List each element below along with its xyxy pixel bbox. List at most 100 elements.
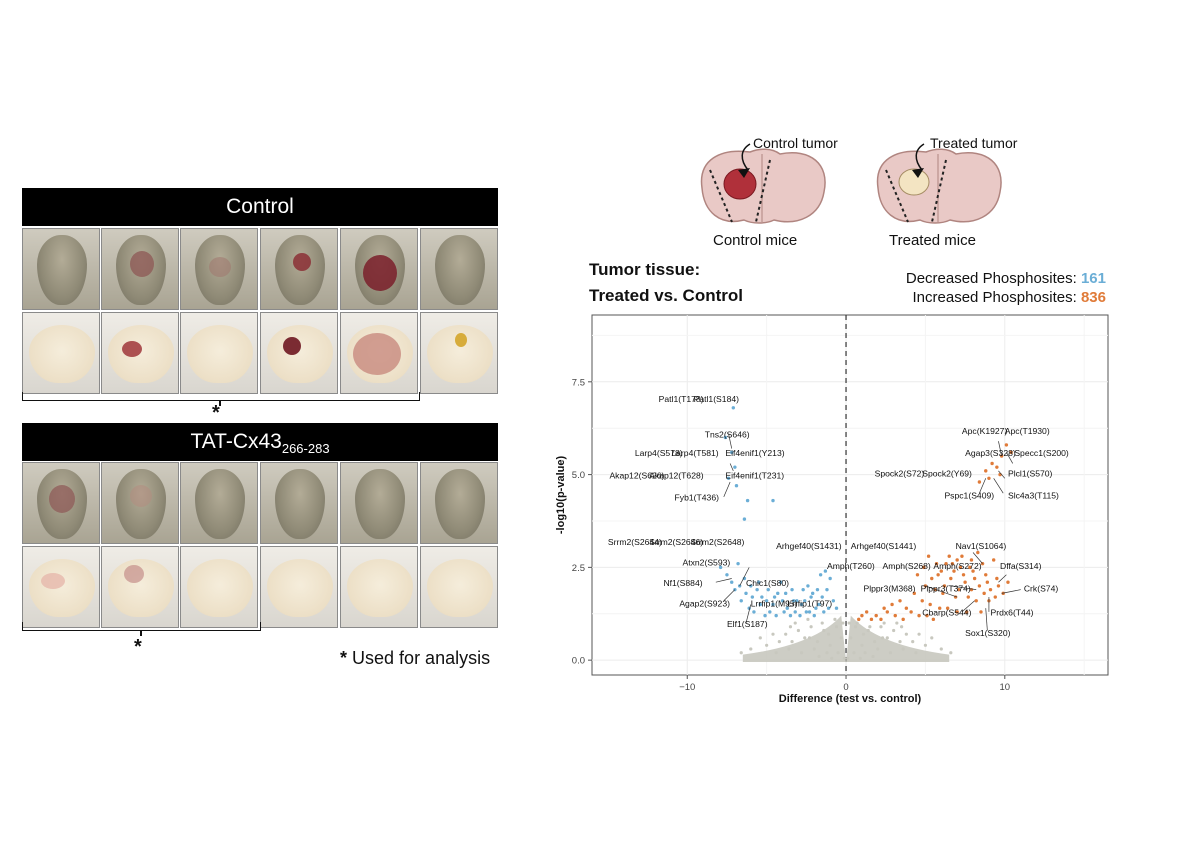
decreased-point <box>774 613 778 618</box>
increased-point <box>947 554 951 558</box>
ns-point <box>911 639 915 644</box>
brain-slice-photo <box>420 546 498 628</box>
label-leader-lines <box>715 433 1021 631</box>
ns-point <box>815 639 820 644</box>
point-annotation: Sox1(S320) <box>965 628 1011 638</box>
decreased-point <box>758 602 762 607</box>
legend-asterisk: * <box>340 648 348 668</box>
increased-point <box>971 569 975 573</box>
point-annotation: Plppr3(M368) <box>863 583 915 593</box>
ns-point <box>846 656 850 660</box>
ns-point <box>807 636 812 640</box>
slice-shape <box>267 559 333 617</box>
whole-brain-photo <box>420 228 498 310</box>
tumor-spot <box>49 485 75 513</box>
ns-point <box>790 639 794 644</box>
increased-point <box>938 606 942 610</box>
ns-point <box>799 651 804 655</box>
decreased-point <box>779 580 783 584</box>
volcano-title-line1: Tumor tissue: <box>589 260 701 279</box>
increased-count-label: Increased Phosphosites: 836 <box>913 289 1106 306</box>
point-annotation: Larp4(S578) <box>635 448 683 458</box>
ns-point <box>885 636 889 640</box>
control-pointer-arrow <box>741 143 751 171</box>
leader-line <box>745 604 752 624</box>
control-bracket-tick <box>219 400 221 406</box>
point-annotation: Plppr3(T374) <box>921 583 971 593</box>
decreased-point <box>757 580 761 584</box>
decreased-label: Decreased Phosphosites: <box>905 270 1077 287</box>
ns-point <box>901 647 905 651</box>
analysis-legend: * Used for analysis <box>340 648 490 669</box>
increased-point <box>955 610 959 614</box>
ns-point <box>898 639 902 644</box>
tumor-spot <box>130 485 152 507</box>
increased-point <box>928 602 932 607</box>
leader-line <box>998 441 1002 457</box>
ns-point <box>817 654 821 659</box>
increased-point <box>1009 450 1013 455</box>
leader-line <box>1006 452 1014 464</box>
leader-line <box>1001 589 1021 594</box>
decreased-point <box>731 406 736 410</box>
increased-point <box>961 573 966 577</box>
leader-line <box>985 608 988 631</box>
decreased-point <box>780 599 785 603</box>
leader-line <box>728 433 733 449</box>
increased-point <box>985 580 990 584</box>
ns-point <box>833 617 837 621</box>
ns-point <box>841 621 845 625</box>
treated-bracket-tick <box>140 630 142 636</box>
leader-line <box>998 470 1006 479</box>
ns-point <box>914 651 918 655</box>
ns-point <box>774 651 778 655</box>
ns-point <box>806 617 810 621</box>
treated-arrowhead <box>912 168 924 178</box>
y-tick-label: 5.0 <box>572 470 585 481</box>
increased-point <box>944 561 948 566</box>
brain-slice-photo <box>22 546 100 628</box>
brain-slice-photo <box>340 546 418 628</box>
increased-point <box>968 565 972 570</box>
point-annotation: Srrm2(S2648) <box>690 537 744 547</box>
decreased-point <box>793 610 797 614</box>
ns-point <box>863 651 867 655</box>
ns-point <box>868 625 872 629</box>
ns-point <box>812 647 816 651</box>
volcano-plot: Patl1(T178)Patl1(S184)Tns2(S646)Larp4(S5… <box>555 314 1109 705</box>
point-annotation: Cbarp(S544) <box>922 608 971 618</box>
tumor-spot <box>122 341 142 357</box>
increased-point <box>955 558 959 562</box>
slice-shape <box>29 325 95 383</box>
increased-point <box>1004 443 1009 447</box>
decreased-point <box>745 498 750 503</box>
increased-point <box>885 610 890 614</box>
increased-point <box>879 617 883 622</box>
point-annotation: Eif4enif1(Y213) <box>725 448 784 458</box>
decreased-point <box>752 610 756 614</box>
increased-point <box>926 554 931 558</box>
decreased-point <box>812 613 816 618</box>
tumor-spot <box>455 333 467 347</box>
ns-point <box>892 628 896 633</box>
leader-line <box>961 600 975 613</box>
increased-point <box>915 573 920 577</box>
decreased-count-label: Decreased Phosphosites: 161 <box>906 270 1106 287</box>
point-annotation: Amph(S272) <box>933 561 981 571</box>
ns-point <box>834 625 839 629</box>
increased-point <box>990 461 994 466</box>
decreased-point <box>822 610 826 614</box>
decreased-point <box>760 595 764 599</box>
decreased-point <box>795 599 799 603</box>
tumor-spot <box>130 251 154 277</box>
tumor-spot <box>293 253 311 271</box>
increased-label: Increased Phosphosites: <box>912 289 1077 306</box>
ns-point <box>876 647 880 651</box>
control-brain-diagram <box>700 143 826 224</box>
slice-shape <box>427 559 493 617</box>
decreased-point <box>790 587 794 592</box>
treated-label: TAT-Cx43 <box>190 430 282 453</box>
decreased-point <box>828 576 832 581</box>
increased-point <box>949 576 953 581</box>
brain-shape <box>435 235 485 305</box>
